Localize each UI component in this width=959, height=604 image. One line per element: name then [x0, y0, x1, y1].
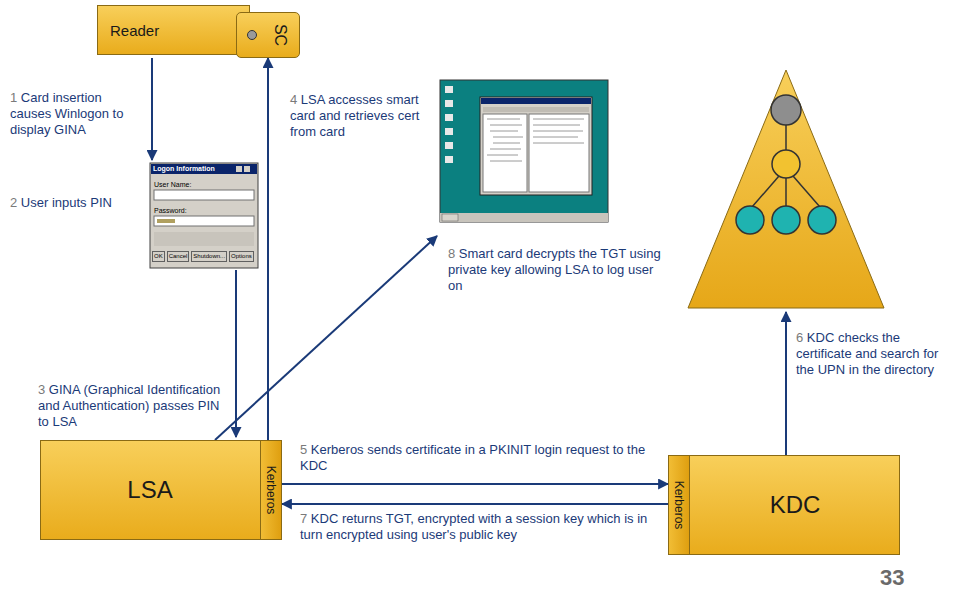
protocol-strip: Kerberos	[668, 455, 690, 555]
connector	[267, 58, 269, 440]
component-box: LSA Kerberos	[40, 440, 282, 540]
desktop-screenshot	[440, 80, 608, 222]
dialog-button: OK	[152, 251, 165, 262]
node-label: SC	[271, 24, 289, 46]
callout-number: 6	[796, 330, 803, 345]
node-label: Kerberos	[264, 466, 278, 515]
step-text: User inputs PIN	[21, 195, 112, 210]
callout-number: 7	[300, 511, 307, 526]
step-note: 8 Smart card decrypts the TGT using priv…	[448, 246, 668, 294]
step-note: 4 LSA accesses smart card and retrieves …	[290, 92, 425, 140]
flow-arrow	[785, 312, 787, 455]
directory-tree	[688, 70, 884, 308]
connector	[282, 483, 668, 485]
callout-number: 5	[300, 442, 307, 457]
step-text: KDC checks the certificate and search fo…	[796, 330, 938, 377]
component-box: Reader	[97, 5, 250, 55]
dialog-button: Cancel	[167, 251, 190, 262]
callout-number: 1	[10, 90, 17, 105]
component-box: KDC Kerberos	[668, 455, 900, 555]
dialog-button: Options	[229, 251, 254, 262]
step-note: 7 KDC returns TGT, encrypted with a sess…	[300, 511, 660, 543]
dialog-button: Shutdown...	[191, 251, 227, 262]
step-text: KDC returns TGT, encrypted with a sessio…	[300, 511, 647, 542]
page-number-box: 33	[880, 565, 950, 591]
step-text: Card insertion causes Winlogon to displa…	[10, 90, 123, 137]
page-number: 33	[880, 565, 904, 590]
step-text: GINA (Graphical Identification and Authe…	[38, 382, 220, 429]
node-label: KDC	[770, 491, 821, 519]
step-text: Kerberos sends certificate in a PKINIT l…	[300, 442, 645, 473]
node-label: Kerberos	[672, 481, 686, 530]
step-note: 5 Kerberos sends certificate in a PKINIT…	[300, 442, 650, 474]
step-note: 1 Card insertion causes Winlogon to disp…	[10, 90, 140, 138]
card-chip	[245, 28, 259, 42]
callout-number: 2	[10, 195, 17, 210]
dialog-text: Password:	[154, 207, 187, 215]
logon-dialog-texts: Logon InformationUser Name: Password: OKCa…	[150, 163, 258, 268]
callout-number: 8	[448, 246, 455, 261]
callout-number: 3	[38, 382, 45, 397]
step-note: 2 User inputs PIN	[10, 195, 130, 211]
node-label: LSA	[127, 476, 172, 504]
step-text: LSA accesses smart card and retrieves ce…	[290, 92, 419, 139]
logon-dialog	[150, 163, 258, 268]
dialog-text: User Name:	[154, 181, 191, 189]
step-text: Smart card decrypts the TGT using privat…	[448, 246, 661, 293]
flow-arrow	[235, 270, 237, 437]
flow-arrow	[151, 58, 153, 160]
step-note: 6 KDC checks the certificate and search …	[796, 330, 951, 378]
smart-card: SC	[236, 12, 300, 58]
step-note: 3 GINA (Graphical Identification and Aut…	[38, 382, 223, 430]
dialog-buttons: OKCancelShutdown...Options	[152, 251, 256, 262]
protocol-strip: Kerberos	[260, 440, 282, 540]
node-label: Reader	[110, 22, 159, 39]
connector	[282, 503, 668, 505]
callout-number: 4	[290, 92, 297, 107]
dialog-text: Logon Information	[153, 165, 215, 173]
